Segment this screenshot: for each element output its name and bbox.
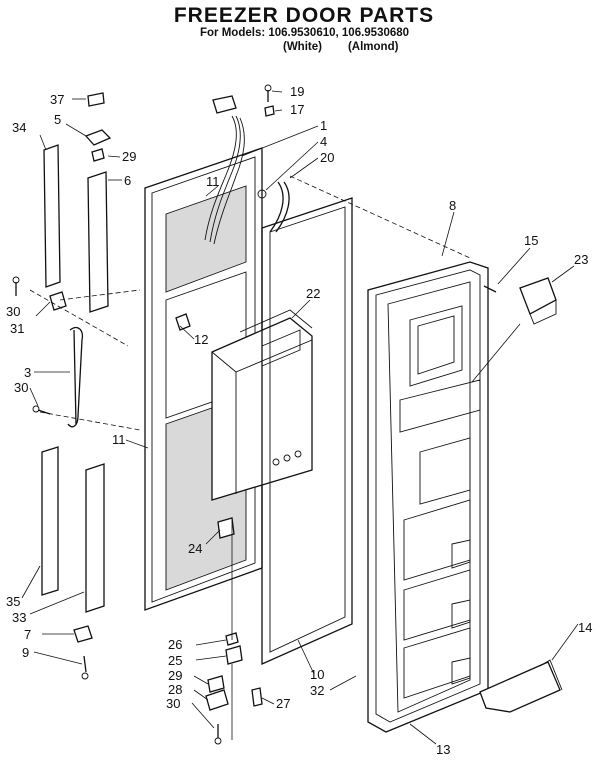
callout-14: 14 [578,620,592,635]
callout-19: 19 [290,84,304,99]
part-29-bushing-lower [207,675,225,693]
part-24-switch [217,517,235,539]
callout-8: 8 [449,198,456,213]
callout-6: 6 [124,173,131,188]
part-12-clip [175,313,191,331]
callout-23: 23 [574,252,588,267]
part-7-hinge [73,625,93,643]
callout-3: 3 [24,365,31,380]
callout-35: 35 [6,594,20,609]
callout-33: 33 [12,610,26,625]
part-35-trim [41,446,59,596]
part-27-plug [251,687,263,707]
model-numbers: For Models: 106.9530610, 106.9530680 [200,27,410,39]
callout-10: 10 [310,667,324,682]
callout-34: 34 [12,120,26,135]
part-5-hinge [84,129,112,146]
callout-29: 29 [122,149,136,164]
door-gasket [261,197,353,666]
callout-17: 17 [290,102,304,117]
callout-25: 25 [168,653,182,668]
callout-1: 1 [320,118,327,133]
variant-white: (White) [283,41,322,53]
callout-11-b: 11 [112,432,126,447]
part-4-grommet [257,189,267,199]
callout-24: 24 [188,541,202,556]
color-variants: (White) (Almond) [283,41,398,53]
door-liner [367,261,489,733]
page-title: FREEZER DOOR PARTS [173,4,435,27]
callout-11: 11 [206,174,220,189]
callout-13: 13 [436,742,450,757]
callout-5: 5 [54,112,61,127]
leader-lines [21,90,579,745]
callout-30-c: 30 [166,696,180,711]
callout-numbers: 37 34 5 29 6 30 31 3 30 11 12 11 19 17 1… [6,84,592,757]
part-14-bin [479,661,561,713]
callout-28: 28 [168,682,182,697]
callout-30: 30 [6,304,20,319]
callout-15: 15 [524,233,538,248]
callout-7: 7 [24,627,31,642]
callout-22: 22 [306,286,320,301]
part-31-bracket [49,291,67,311]
variant-almond: (Almond) [347,41,399,53]
callout-37: 37 [50,92,64,107]
part-25-cam [225,645,243,665]
part-3-handle [67,326,84,428]
callout-9: 9 [22,645,29,660]
part-6-trim [87,171,109,313]
callout-27: 27 [276,696,290,711]
callout-4: 4 [320,134,327,149]
callout-20: 20 [320,150,334,165]
part-23-ice-chute [519,277,557,315]
part-29-bushing [91,148,105,162]
part-34-trim [43,144,61,288]
part-15-screw [483,285,497,293]
callout-30-b: 30 [14,380,28,395]
callout-31: 31 [10,321,24,336]
callout-26: 26 [168,637,182,652]
part-33-trim [85,463,105,613]
callout-29-b: 29 [168,668,182,683]
part-9-screw [83,655,87,673]
part-37-label [87,92,105,107]
callout-12: 12 [194,332,208,347]
part-20-tube [269,181,284,233]
part-17-clip [264,105,275,117]
part-28-hinge [205,689,229,711]
callout-32: 32 [310,683,324,698]
